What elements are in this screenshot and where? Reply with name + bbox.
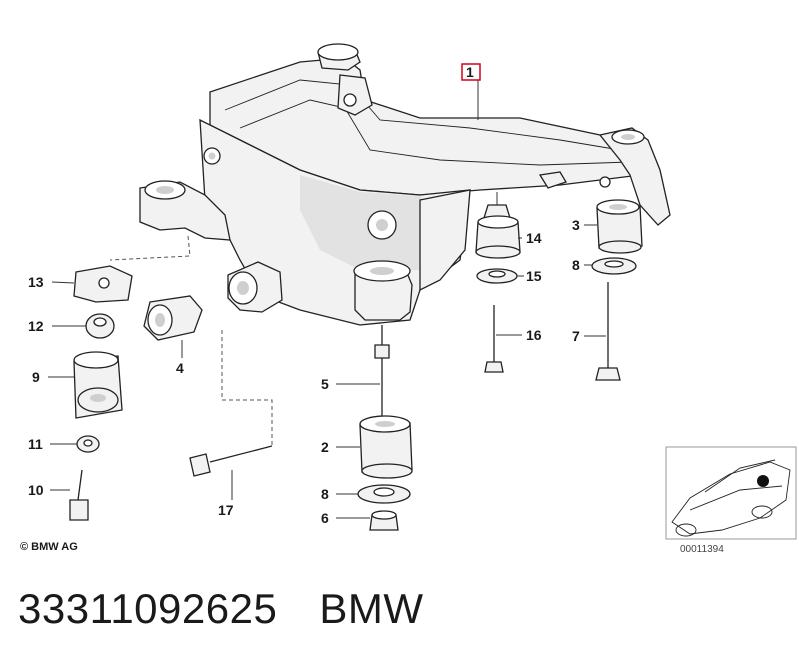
callout-13[interactable]: 13: [28, 274, 44, 290]
callout-7[interactable]: 7: [572, 328, 580, 344]
callout-9[interactable]: 9: [32, 369, 40, 385]
callout-17[interactable]: 17: [218, 502, 234, 518]
location-dot: [757, 475, 769, 487]
callout-5[interactable]: 5: [321, 376, 329, 392]
callout-8-right[interactable]: 8: [572, 257, 580, 273]
highlight-box: [461, 63, 481, 81]
callout-3[interactable]: 3: [572, 217, 580, 233]
bolt-16[interactable]: [484, 305, 504, 373]
rear-axle-carrier[interactable]: [139, 43, 671, 326]
callout-2[interactable]: 2: [321, 439, 329, 455]
callout-12[interactable]: 12: [28, 318, 44, 334]
callout-8-lower[interactable]: 8: [321, 486, 329, 502]
callout-11[interactable]: 11: [28, 436, 43, 452]
bracket-13[interactable]: [73, 265, 133, 303]
bolt-10[interactable]: [69, 469, 89, 521]
brand-name: BMW: [319, 585, 424, 632]
washer-8-lower[interactable]: [357, 484, 411, 504]
bushing-3[interactable]: [596, 199, 643, 254]
part-caption: 33311092625 BMW: [18, 585, 423, 633]
spacer-12[interactable]: [85, 313, 115, 339]
inset-ref-number: 00011394: [680, 544, 724, 555]
bushing-4[interactable]: [143, 295, 203, 341]
copyright-notice: © BMW AG: [20, 541, 78, 553]
callout-6[interactable]: 6: [321, 510, 329, 526]
callout-1[interactable]: 1: [466, 64, 474, 80]
bushing-2[interactable]: [359, 415, 413, 479]
callout-10[interactable]: 10: [28, 482, 44, 498]
part-number: 33311092625: [18, 585, 278, 632]
washer-15[interactable]: [476, 268, 518, 284]
callout-15[interactable]: 15: [526, 268, 542, 284]
washer-8-right[interactable]: [591, 257, 637, 275]
nut-6[interactable]: [369, 510, 399, 531]
bolt-17[interactable]: [189, 445, 273, 477]
callout-16[interactable]: 16: [526, 327, 542, 343]
bolt-7[interactable]: [595, 282, 621, 381]
callout-14[interactable]: 14: [526, 230, 542, 246]
leader-lines: [48, 80, 606, 519]
stud-5[interactable]: [374, 325, 390, 420]
vehicle-locator-inset: 00011394: [665, 446, 797, 555]
callout-4[interactable]: 4: [176, 360, 184, 376]
bushing-9[interactable]: [73, 351, 123, 419]
washer-11[interactable]: [76, 435, 100, 453]
rubber-mount-14[interactable]: [475, 192, 521, 259]
